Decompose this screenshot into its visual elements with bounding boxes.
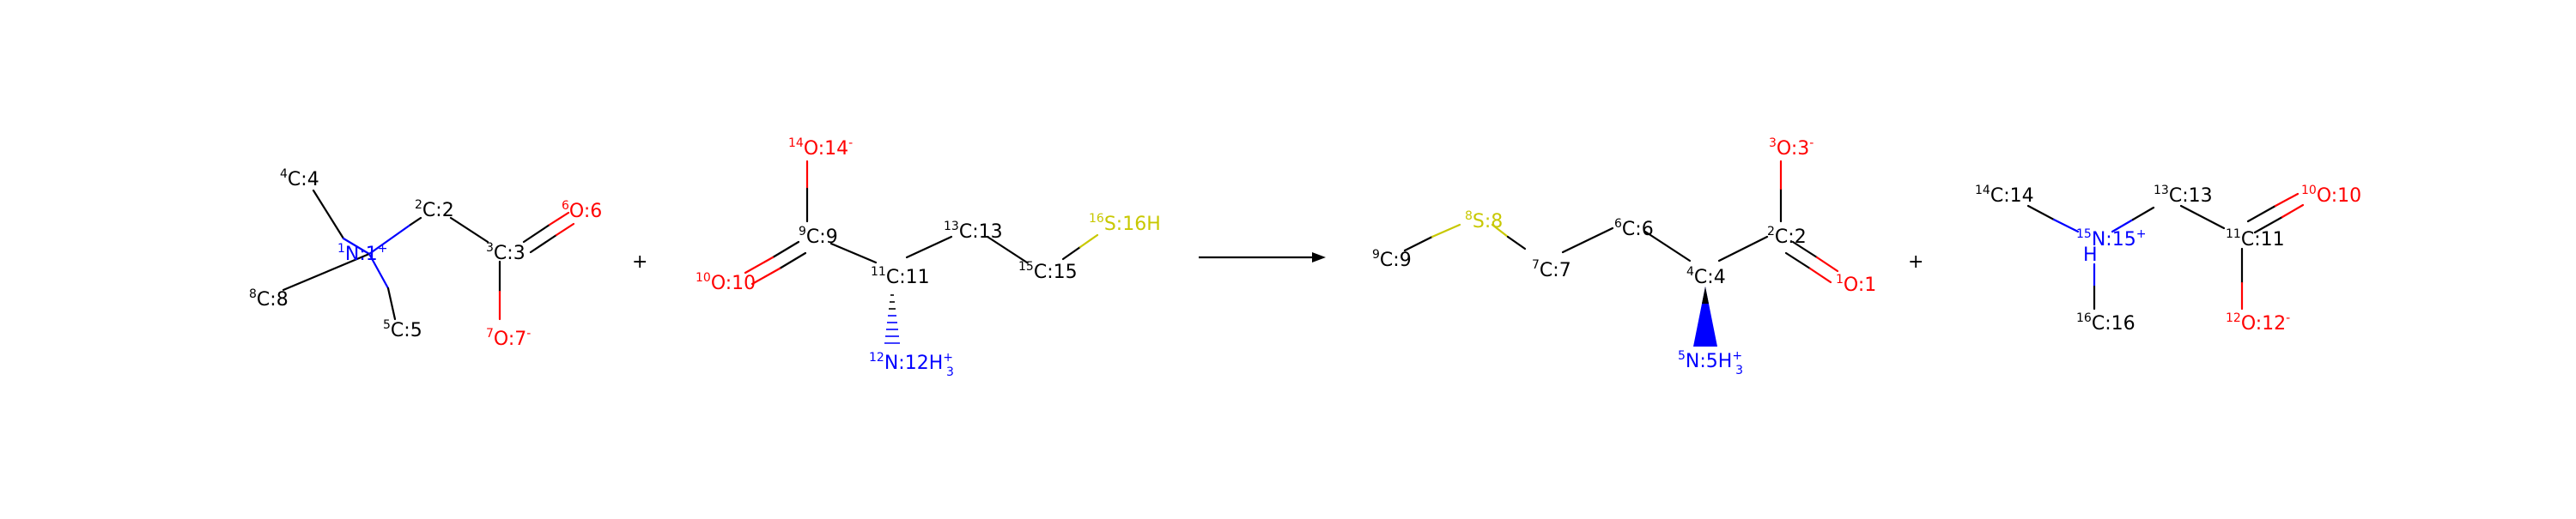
bond-c15-s16-yellow	[1078, 233, 1099, 249]
atom-c14: 14C:14	[1975, 184, 2034, 207]
bond-n1-c2-blue	[368, 223, 412, 256]
bond-n1-c5	[386, 287, 397, 321]
atom-c16: 16C:16	[2076, 311, 2136, 335]
bond-c9-s8	[1403, 235, 1434, 252]
bond-c3-o6-b-red	[555, 222, 575, 237]
bond-c13-c15	[986, 235, 1029, 264]
plus-sign: +	[1908, 251, 1923, 273]
molecule-homocysteine: 14O:14- 9C:9 13C:13 16S:16H 10O:10 11C:1…	[696, 136, 1161, 379]
bond-c14-n15	[2026, 204, 2056, 221]
bond-c14-n15-blue	[2052, 218, 2080, 233]
bond-c11-o10-a	[2246, 204, 2277, 223]
atom-n1: 1N:1+	[337, 242, 388, 265]
bond-c9-s8-yellow	[1431, 223, 1461, 238]
atom-c15: 15C:15	[1018, 260, 1078, 283]
bond-c4-n1	[312, 189, 345, 240]
atom-n15: 15N:15+	[2076, 227, 2146, 250]
molecule-methionine: 3O:3- 8S:8 6C:6 2C:2 9C:9 7C:7 4C:4 1O:1…	[1372, 136, 1876, 377]
bond-c2-o1-a	[1791, 240, 1819, 259]
bond-c11-o10-a-red	[2274, 192, 2300, 208]
atom-o3: 3O:3-	[1769, 136, 1814, 160]
bond-c8-n1	[282, 252, 371, 292]
atom-o14: 14O:14-	[788, 136, 853, 160]
bond-c7-c6	[1561, 226, 1614, 254]
bond-c2-c3	[449, 216, 489, 244]
atom-h15: H	[2083, 244, 2098, 266]
bond-n1-c2	[409, 216, 422, 226]
bond-c9-o10-a-red	[744, 256, 775, 275]
solid-wedge-c4-n5	[1693, 287, 1717, 347]
bond-c9-c11	[829, 242, 878, 264]
bond-c11-o10-b	[2253, 215, 2284, 234]
atom-s16: 16S:16H	[1089, 212, 1161, 235]
atom-c2: 2C:2	[415, 198, 454, 221]
bond-n15-c13-blue	[2111, 218, 2135, 233]
bond-c3-o6-b	[529, 233, 558, 254]
atom-c11: 11C:11	[2226, 227, 2285, 250]
atom-c4: 4C:4	[1686, 265, 1726, 288]
atom-o10: 10O:10	[696, 271, 756, 294]
bond-c6-c4	[1643, 230, 1692, 263]
atom-c13: 13C:13	[2154, 184, 2213, 207]
atom-o6: 6O:6	[562, 199, 602, 222]
bond-c3-o6-a	[522, 223, 551, 244]
atom-c2: 2C:2	[1767, 225, 1807, 248]
atom-c6: 6C:6	[1614, 217, 1654, 240]
bond-s8-c7	[1506, 235, 1527, 250]
atom-c3: 3C:3	[486, 241, 526, 264]
bond-c11-c13	[905, 235, 953, 259]
hashed-wedge-c11-n12	[884, 294, 900, 344]
atom-c9: 9C:9	[1372, 248, 1412, 271]
solid-wedge-c4-n5-dark	[1702, 287, 1709, 304]
plus-sign: +	[632, 251, 647, 273]
bond-c15-s16	[1061, 245, 1082, 261]
bond-c11-o10-b-red	[2281, 203, 2305, 219]
atom-c13: 13C:13	[944, 220, 1003, 243]
atom-c8: 8C:8	[249, 287, 289, 311]
atom-c9: 9C:9	[799, 225, 838, 248]
molecule-betaine: 4C:4 2C:2 1N:1+ 3C:3 6O:6 8C:8 5C:5 7O:7…	[249, 167, 602, 350]
bond-c2-o1-b-red	[1808, 267, 1832, 284]
atom-c7: 7C:7	[1532, 258, 1571, 281]
atom-s8: 8S:8	[1465, 209, 1503, 232]
atom-n12: 12N:12H+3	[869, 351, 954, 379]
bond-c9-o10-b-red	[750, 267, 781, 286]
atom-o12: 12O:12-	[2226, 311, 2290, 335]
bond-c13-c11	[2179, 204, 2226, 230]
bond-c2-o1-a-red	[1815, 256, 1839, 273]
bond-n1-c5-blue	[368, 252, 390, 290]
bond-c2-o1-b	[1784, 251, 1812, 270]
atom-o10: 10O:10	[2301, 184, 2361, 207]
bond-s8-c7-yellow	[1491, 223, 1510, 238]
reaction-arrow	[1199, 252, 1326, 263]
atom-c5: 5C:5	[383, 318, 422, 341]
atom-o1: 1O:1	[1836, 273, 1876, 296]
atom-n5: 5N:5H+3	[1678, 349, 1743, 377]
bond-n15-c13	[2131, 206, 2155, 221]
bond-c8-n1-blue	[342, 237, 371, 256]
bond-c9-o10-a	[771, 240, 800, 259]
atom-o7: 7O:7-	[486, 327, 531, 350]
bond-c9-o10-b	[778, 251, 807, 270]
bond-c4-c2	[1717, 235, 1769, 263]
bond-c3-o6-a-red	[548, 211, 570, 226]
molecule-dimethylglycine: 14C:14 13C:13 10O:10 15N:15+ H 11C:11 16…	[1975, 184, 2361, 335]
atom-c4: 4C:4	[280, 167, 319, 190]
atom-c11: 11C:11	[871, 265, 930, 288]
